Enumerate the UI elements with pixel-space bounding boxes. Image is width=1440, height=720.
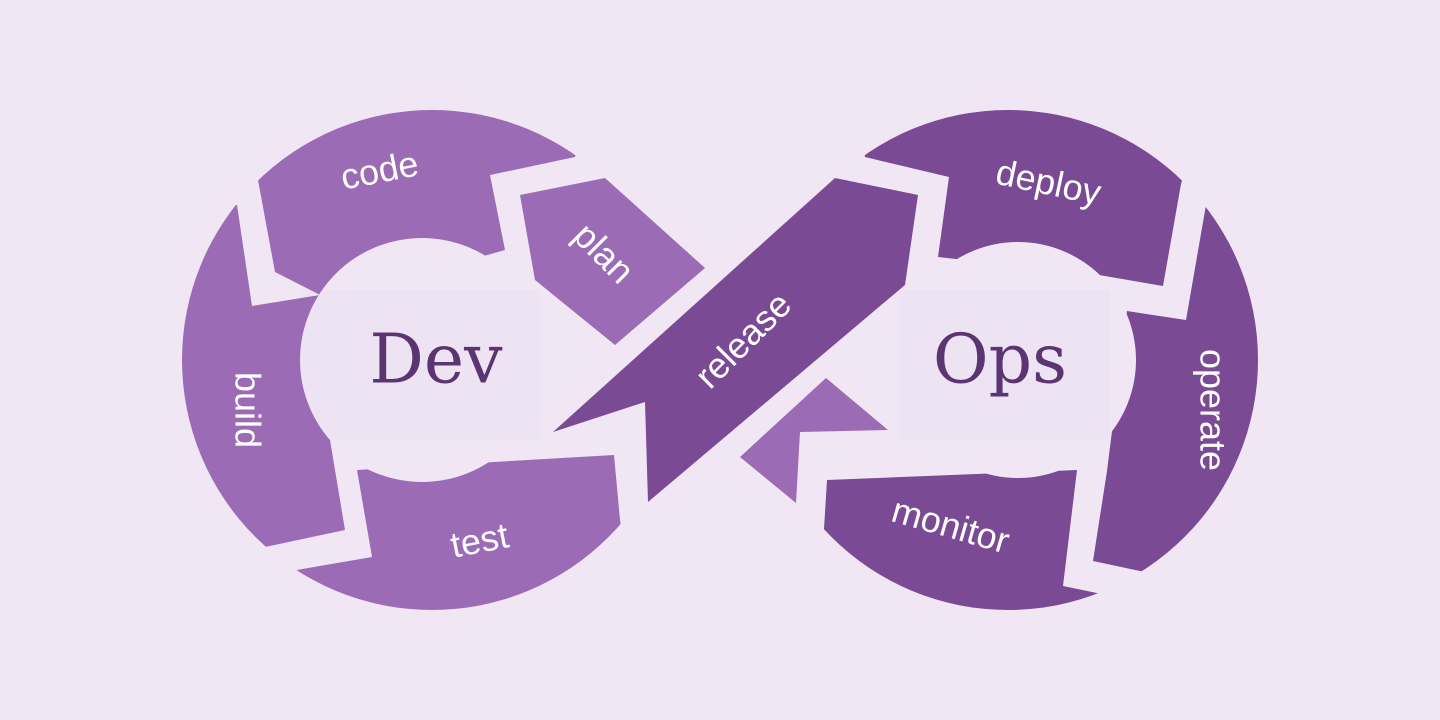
segment-code — [250, 110, 600, 300]
dev-center-panel — [300, 290, 540, 440]
segment-build — [182, 200, 345, 560]
monitor-return-arrow — [740, 378, 888, 503]
ops-center-panel — [900, 290, 1110, 440]
label-operate: operate — [1192, 349, 1233, 471]
segment-deploy — [850, 110, 1210, 286]
segment-plan — [520, 178, 705, 345]
segment-monitor — [800, 470, 1150, 610]
label-build: build — [227, 372, 268, 448]
segment-release — [553, 178, 918, 502]
dev-title: Dev — [369, 321, 503, 400]
ops-title: Ops — [933, 321, 1067, 400]
